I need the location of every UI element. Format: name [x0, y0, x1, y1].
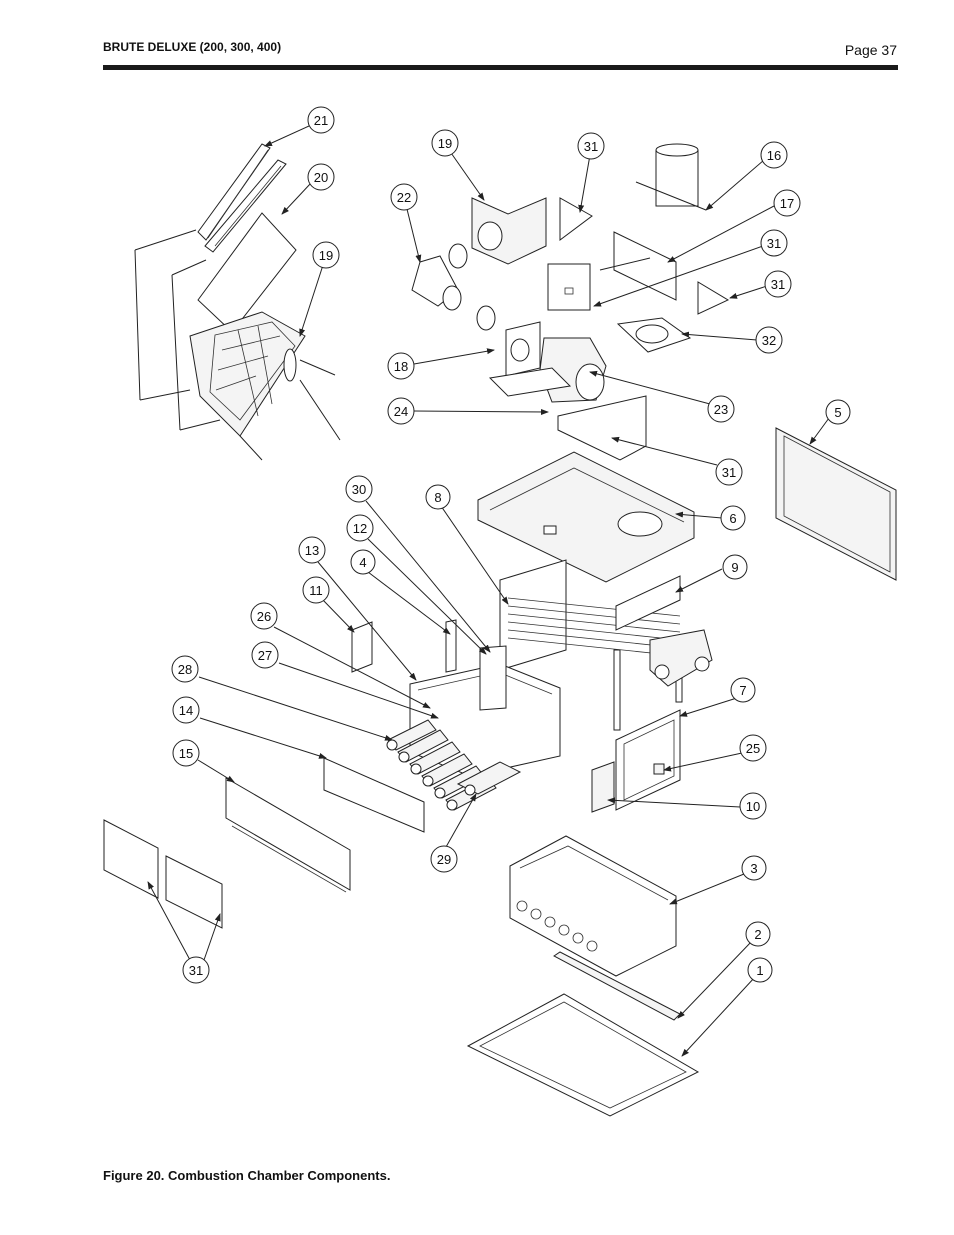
bracket-11	[351, 621, 373, 673]
callout-12: 12	[346, 514, 374, 542]
callout-31-panels: 31	[182, 956, 210, 984]
callout-31-mid: 31	[760, 229, 788, 257]
base-plate	[466, 993, 700, 1117]
callout-25: 25	[739, 734, 767, 762]
callout-27: 27	[251, 641, 279, 669]
svg-text:31: 31	[767, 236, 781, 251]
header-rule	[103, 65, 898, 70]
front-panel-strip	[225, 777, 351, 893]
callout-29: 29	[430, 845, 458, 873]
callout-6: 6	[720, 505, 746, 531]
svg-text:12: 12	[353, 521, 367, 536]
svg-text:31: 31	[584, 139, 598, 154]
svg-text:7: 7	[739, 683, 746, 698]
svg-text:29: 29	[437, 852, 451, 867]
callout-23: 23	[707, 395, 735, 423]
callout-21: 21	[307, 106, 335, 134]
svg-text:26: 26	[257, 609, 271, 624]
callout-9: 9	[722, 554, 748, 580]
callout-19-left: 19	[312, 241, 340, 269]
callout-10: 10	[739, 792, 767, 820]
callout-30: 30	[345, 475, 373, 503]
callout-31-top: 31	[577, 132, 605, 160]
side-panel	[775, 427, 897, 581]
callout-4: 4	[350, 549, 376, 575]
leader-lines	[147, 125, 830, 1057]
callout-19-top: 19	[431, 129, 459, 157]
callout-3: 3	[741, 855, 767, 881]
svg-text:18: 18	[394, 359, 408, 374]
callout-28: 28	[171, 655, 199, 683]
callout-32: 32	[755, 326, 783, 354]
callout-11: 11	[302, 576, 330, 604]
svg-text:32: 32	[762, 333, 776, 348]
page-number: Page 37	[844, 42, 897, 58]
blower-venting-assembly	[411, 143, 730, 461]
svg-text:24: 24	[394, 404, 408, 419]
svg-text:31: 31	[722, 465, 736, 480]
callout-31-right: 31	[764, 270, 792, 298]
svg-text:6: 6	[729, 511, 736, 526]
manifold-plate	[323, 757, 425, 833]
figure-caption: Figure 20. Combustion Chamber Components…	[103, 1168, 391, 1183]
svg-text:20: 20	[314, 170, 328, 185]
callout-24: 24	[387, 397, 415, 425]
svg-text:22: 22	[397, 190, 411, 205]
svg-text:8: 8	[434, 490, 441, 505]
callout-20: 20	[307, 163, 335, 191]
callout-31-chamber: 31	[715, 458, 743, 486]
callout-2: 2	[745, 921, 771, 947]
callout-1: 1	[747, 957, 773, 983]
svg-text:25: 25	[746, 741, 760, 756]
svg-text:31: 31	[771, 277, 785, 292]
callout-17: 17	[773, 189, 801, 217]
svg-text:30: 30	[352, 482, 366, 497]
callout-5: 5	[825, 399, 851, 425]
svg-text:31: 31	[189, 963, 203, 978]
combustion-chamber-box	[509, 835, 677, 977]
svg-text:19: 19	[438, 136, 452, 151]
callout-22: 22	[390, 183, 418, 211]
svg-text:2: 2	[754, 927, 761, 942]
svg-text:3: 3	[750, 861, 757, 876]
air-filter-assembly	[134, 143, 341, 461]
callout-8: 8	[425, 484, 451, 510]
svg-text:28: 28	[178, 662, 192, 677]
svg-text:16: 16	[767, 148, 781, 163]
svg-text:27: 27	[258, 648, 272, 663]
callout-7: 7	[730, 677, 756, 703]
svg-text:23: 23	[714, 402, 728, 417]
svg-text:1: 1	[756, 963, 763, 978]
callout-16: 16	[760, 141, 788, 169]
svg-text:17: 17	[780, 196, 794, 211]
svg-text:11: 11	[309, 583, 323, 598]
svg-text:5: 5	[834, 405, 841, 420]
svg-text:13: 13	[305, 543, 319, 558]
callout-18: 18	[387, 352, 415, 380]
svg-text:4: 4	[359, 555, 366, 570]
callout-14: 14	[172, 696, 200, 724]
svg-text:15: 15	[179, 746, 193, 761]
callout-26: 26	[250, 602, 278, 630]
document-title: BRUTE DELUXE (200, 300, 400)	[103, 40, 282, 54]
rear-panel-frame	[591, 709, 681, 813]
svg-text:21: 21	[314, 113, 328, 128]
svg-text:9: 9	[731, 560, 738, 575]
callout-15: 15	[172, 739, 200, 767]
heat-exchanger-assembly	[499, 559, 713, 731]
svg-text:10: 10	[746, 799, 760, 814]
insulation-panels	[103, 819, 223, 929]
svg-text:14: 14	[179, 703, 193, 718]
svg-text:19: 19	[319, 248, 333, 263]
callout-13: 13	[298, 536, 326, 564]
top-plate	[477, 451, 695, 583]
